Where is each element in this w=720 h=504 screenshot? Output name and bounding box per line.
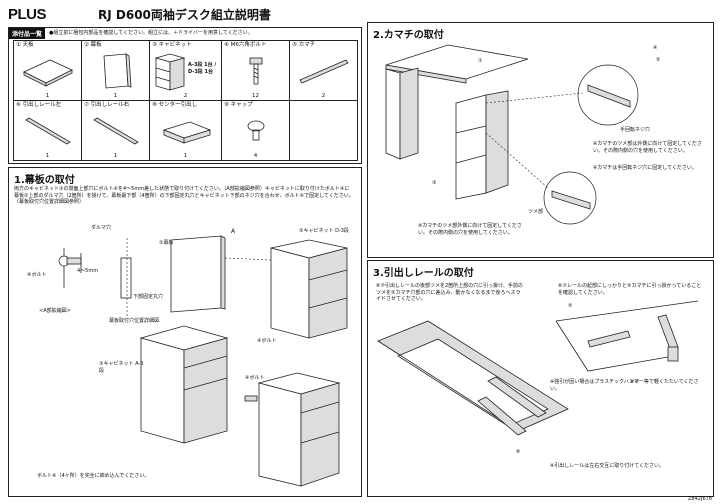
section-1-title: 1.幕板の取付 [14, 175, 75, 186]
hole-detail-label: 幕板取付穴位置詳細図 [109, 318, 160, 324]
callout-6: ⑥ [516, 449, 521, 455]
cap-icon [222, 110, 289, 152]
section-3-title: 3.引出しレールの取付 [373, 268, 474, 279]
section-2-illustration [385, 44, 639, 225]
part-cell: ⑨ キャップ 4 [221, 100, 290, 161]
callout-67: ⑥⑦ [630, 379, 639, 385]
modesty-panel-icon [82, 50, 149, 92]
part-qty: 12 [252, 93, 259, 99]
section-1-footer-note: ボルト④（4ヶ所）を完全に締め込んでください。 [37, 473, 150, 479]
part-cell: ⑥ 引出しレール左 1 [13, 100, 82, 161]
part-qty: 2 [183, 93, 188, 99]
part-label: ③ キャビネット [152, 42, 192, 48]
section-1-illustration [58, 235, 348, 487]
bolt-label-2: ④ボルト [257, 338, 277, 344]
part-qty: 1 [113, 93, 118, 99]
callout-4: ④ [653, 45, 658, 51]
part-label: ⑥ 引出しレール左 [16, 102, 62, 108]
part-cell: ② 幕板 1 [81, 40, 150, 101]
part-label: ⑤ カマチ [292, 42, 316, 48]
section-3-note-2: ※引出しレールは左右交互に取り付けてください。 [550, 463, 665, 469]
section-1-panel: 1.幕板の取付 両方のキャビネット③の側面上部穴にボルト④を4～5mm差した状態… [8, 167, 362, 497]
section-2-panel: 2.カマチの取付 ④ ⑤ ① ③ 手回転ネジ穴 ツメ部 ※カマチのツメ部は外側に… [367, 22, 714, 258]
callout-3: ③ [432, 180, 437, 186]
parts-list-panel: 添付品一覧 ●組立前に梱包内部品を確認してください。組立には、＋ドライバーを用意… [8, 27, 362, 164]
part-qty: 1 [183, 153, 188, 159]
rail-bar-icon [290, 50, 357, 92]
part-label: ⑧ センター引出し [152, 102, 198, 108]
parts-table: ① 天板 1 ② 幕板 1 ③ キャビネット A-3段 1台 / D-3段 1台… [13, 40, 358, 161]
cabinet-a-label: ③キャビネット A-3段 [99, 361, 144, 374]
claw-label: ツメ部 [528, 209, 544, 215]
callout-1: ① [478, 58, 483, 64]
callout-5: ⑤ [656, 57, 661, 63]
callout-5b: ⑤ [568, 303, 573, 309]
part-qty: 4 [253, 153, 258, 159]
part-label: ② 幕板 [84, 42, 102, 48]
section-3-panel: 3.引出しレールの取付 ⑥⑦引出しレールの後部ツメを2箇所上部の穴に引っ掛け、手… [367, 260, 714, 497]
cabinet-note: A-3段 1台 / D-3段 1台 [188, 62, 217, 75]
part-cell: ⑧ センター引出し 1 [149, 100, 222, 161]
brand-logo: PLUS [8, 6, 47, 23]
center-drawer-icon [150, 110, 221, 152]
section-3-instructions-1: ⑥⑦引出しレールの後部ツメを2箇所上部の穴に引っ掛け、手前のツメを⑤カマチ穴部の… [376, 283, 523, 302]
section-2-note-3: ※カマチのツメ部外側に向けて固定してください。その際内側の穴を使用してください。 [418, 223, 522, 236]
section-1-instructions: 両方のキャビネット③の側面上部穴にボルト④を4～5mm差した状態で取り付けてくだ… [14, 186, 354, 205]
parts-list-header: 添付品一覧 [9, 27, 46, 39]
part-cell-empty [289, 100, 358, 161]
cabinet-icon: A-3段 1台 / D-3段 1台 [150, 50, 221, 92]
right-rail-icon [82, 110, 149, 152]
cabinet-d-label: ③キャビネット D-3段 [299, 228, 349, 234]
part-cell: ④ M6六角ボルト 12 [221, 40, 290, 101]
bolt-label-3: ④ボルト [245, 375, 265, 381]
top-panel-icon [14, 50, 81, 92]
doc-code: Z842J678 [688, 495, 712, 502]
part-cell: ⑤ カマチ 2 [289, 40, 358, 101]
hand-screw-label: 手回転ネジ穴 [620, 127, 651, 133]
part-label: ⑨ キャップ [224, 102, 253, 108]
page-title: RJ D600両袖デスク組立説明書 [98, 8, 271, 22]
bolt-label: ④ボルト [27, 272, 47, 278]
section-2-note-1: ※カマチのツメ部は外側に向けて固定してください。その際内側の穴を使用してください… [593, 141, 702, 154]
part-label: ④ M6六角ボルト [224, 42, 267, 48]
left-rail-icon [14, 110, 81, 152]
a-marker: A [231, 228, 236, 235]
section-3-note-1: ※強引が固い場合はプラスチックハンマー等で軽くたたいてください。 [550, 379, 699, 392]
mm-label: 4～5mm [77, 268, 99, 274]
part-cell: ① 天板 1 [13, 40, 82, 101]
part-qty: 2 [321, 93, 326, 99]
panel-label: ②幕板 [159, 240, 174, 246]
section-2-note-2: ※カマチは手回転ネジ穴に固定してください。 [593, 165, 697, 171]
part-cell: ⑦ 引出しレール右 1 [81, 100, 150, 161]
part-qty: 1 [113, 153, 118, 159]
part-qty: 1 [45, 93, 50, 99]
section-2-title: 2.カマチの取付 [373, 30, 444, 41]
part-label: ① 天板 [16, 42, 34, 48]
bolt-icon [222, 50, 289, 92]
section-3-instructions-2: ⑥⑦レールの起部にしっかりと⑤カマチに引っ掛かっていることを確認してください。 [558, 283, 702, 296]
parts-list-note: ●組立前に梱包内部品を確認してください。組立には、＋ドライバーを用意してください… [49, 29, 253, 36]
a-detail-label: <A部拡縮図> [39, 308, 71, 314]
part-cell: ③ キャビネット A-3段 1台 / D-3段 1台 2 [149, 40, 222, 101]
part-label: ⑦ 引出しレール右 [84, 102, 130, 108]
bottom-hole-label: 下部固定丸穴 [133, 294, 164, 300]
section-3-illustration [377, 300, 699, 436]
daruma-label: ダルマ穴 [91, 225, 112, 231]
part-qty: 1 [45, 153, 50, 159]
